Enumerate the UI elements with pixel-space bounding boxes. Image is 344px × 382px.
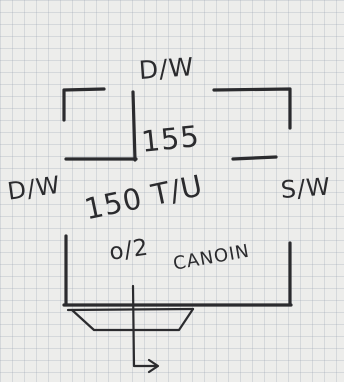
bottom-wall-inner (66, 307, 195, 312)
drain-arrow-icon (147, 358, 160, 374)
drain-pipe-line (131, 284, 159, 368)
bottom-fixture (70, 307, 195, 332)
right-door-label: S/W (279, 172, 332, 204)
quantity-label: o/2 (107, 234, 151, 266)
top-right-wall (212, 87, 292, 130)
divider-right (231, 155, 278, 161)
center-partition (131, 90, 137, 162)
top-left-wall (62, 87, 106, 122)
left-door-label: D/W (5, 170, 63, 206)
dimension-label: 155 (139, 118, 202, 159)
top-door-label: D/W (137, 52, 196, 85)
